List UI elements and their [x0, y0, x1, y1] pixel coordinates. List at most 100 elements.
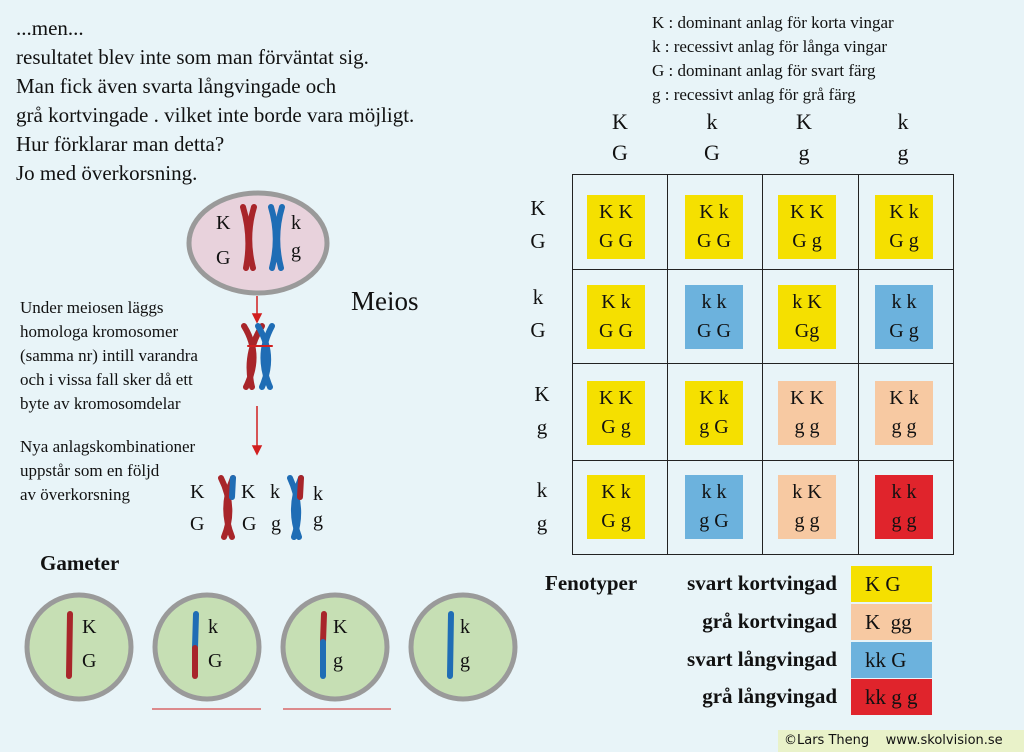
punnett-cell: k k G g: [875, 285, 933, 349]
red-chromosome-pair: [240, 204, 257, 271]
arrow-down: [251, 406, 263, 456]
allele-label: G: [216, 247, 231, 269]
legend-line: G : dominant anlag för svart färg: [652, 61, 876, 80]
cell-genotype-bottom: G G: [599, 230, 633, 252]
arrow-down: [251, 296, 263, 324]
header-allele: k: [536, 478, 548, 502]
cell-genotype-top: k k: [891, 291, 917, 313]
intro-line: resultatet blev inte som man förväntat s…: [16, 45, 369, 69]
header-allele: K: [530, 196, 546, 220]
intro-line: ...men...: [16, 16, 84, 40]
allele-label: g: [291, 240, 301, 262]
step-line: homologa kromosomer: [20, 322, 179, 341]
gamete-allele: g: [460, 650, 470, 672]
header-allele: G: [612, 140, 628, 165]
phenotypes-title: Fenotyper: [545, 571, 638, 595]
cell-genotype-bottom: G g: [889, 320, 919, 342]
cell-genotype-bottom: g g: [794, 510, 820, 532]
legend-line: g : recessivt anlag för grå färg: [652, 85, 856, 104]
cell-genotype-top: k k: [701, 291, 727, 313]
recombined-chromosomes-right: [287, 475, 304, 540]
allele-label: K: [216, 212, 231, 234]
gamete-4: [408, 592, 518, 702]
cell-genotype-top: k k: [891, 481, 917, 503]
phenotype-swatch: kk g g: [851, 679, 932, 715]
cell-genotype-top: K k: [889, 387, 919, 409]
step-line: byte av kromosomdelar: [20, 394, 181, 413]
header-allele: G: [530, 318, 546, 342]
allele-label: g: [313, 509, 323, 531]
cell-genotype-bottom: g g: [794, 416, 820, 438]
intro-line: Jo med överkorsning.: [16, 161, 198, 185]
crossover-description: Nya anlagskombinationer uppstår som en f…: [20, 435, 195, 507]
blue-chromosome-pair: [268, 204, 285, 271]
header-allele: g: [798, 140, 810, 165]
legend-line: K : dominant anlag för korta vingar: [652, 13, 894, 32]
intro-line: Hur förklarar man detta?: [16, 132, 225, 156]
step-line: (samma nr) intill varandra: [20, 346, 198, 365]
cell-genotype-bottom: Gg: [794, 320, 820, 342]
cell-genotype-top: K k: [889, 201, 919, 223]
phenotype-label: grå kortvingad: [702, 609, 837, 633]
gamete-cells: [24, 592, 518, 702]
allele-label: k: [313, 483, 323, 505]
cell-genotype-bottom: G g: [601, 510, 631, 532]
step-line: uppstår som en följd: [20, 461, 160, 480]
gamete-allele: k: [208, 616, 218, 638]
gamete-chromosomes: [66, 611, 454, 679]
phenotype-label: svart kortvingad: [687, 571, 837, 595]
phenotype-label: svart långvingad: [687, 647, 837, 671]
header-allele: G: [704, 140, 720, 165]
column-header: K g: [774, 106, 834, 168]
step-line: och i vissa fall sker då ett: [20, 370, 193, 389]
allele-label: G: [242, 513, 257, 535]
cell-genotype-top: k K: [792, 481, 822, 503]
row-header: K G: [518, 192, 558, 258]
gamete-allele: G: [208, 650, 223, 672]
cell-genotype-bottom: G g: [601, 416, 631, 438]
column-header: K G: [590, 106, 650, 168]
step-line: Nya anlagskombinationer: [20, 437, 196, 456]
allele-label: G: [190, 513, 205, 535]
cell-genotype-bottom: g G: [699, 510, 729, 532]
allele-label: k: [270, 481, 280, 503]
header-allele: k: [532, 285, 544, 309]
allele-label: k: [291, 212, 301, 234]
crossing-chromosomes: [241, 323, 275, 390]
cell-genotype-top: K k: [699, 201, 729, 223]
gamete-3: [280, 592, 390, 702]
allele-label: K: [190, 481, 205, 503]
phenotype-swatch: K gg: [851, 604, 932, 640]
header-allele: K: [534, 382, 550, 406]
step-line: av överkorsning: [20, 485, 131, 504]
cell-genotype-bottom: G g: [889, 230, 919, 252]
row-header: k G: [518, 281, 558, 347]
cell-genotype-bottom: G g: [792, 230, 822, 252]
credit: ©Lars Theng www.skolvision.se: [778, 730, 1024, 752]
header-allele: K: [796, 109, 812, 134]
recombined-chromosomes-left: [218, 475, 236, 540]
cell-genotype-top: K K: [790, 201, 824, 223]
row-header: k g: [522, 474, 562, 540]
cell-genotype-bottom: g G: [699, 416, 729, 438]
cell-genotype-bottom: g g: [891, 510, 917, 532]
phenotype-label: grå långvingad: [702, 684, 837, 708]
header-allele: g: [536, 511, 548, 535]
cell-genotype-bottom: G G: [599, 320, 633, 342]
phenotype-swatch: kk G: [851, 642, 932, 678]
gamete-allele: K: [333, 616, 348, 638]
header-allele: k: [897, 109, 909, 134]
gamete-1: [24, 592, 134, 702]
punnett-cell: k k g g: [875, 475, 933, 539]
punnett-cell: K k G g: [875, 195, 933, 259]
